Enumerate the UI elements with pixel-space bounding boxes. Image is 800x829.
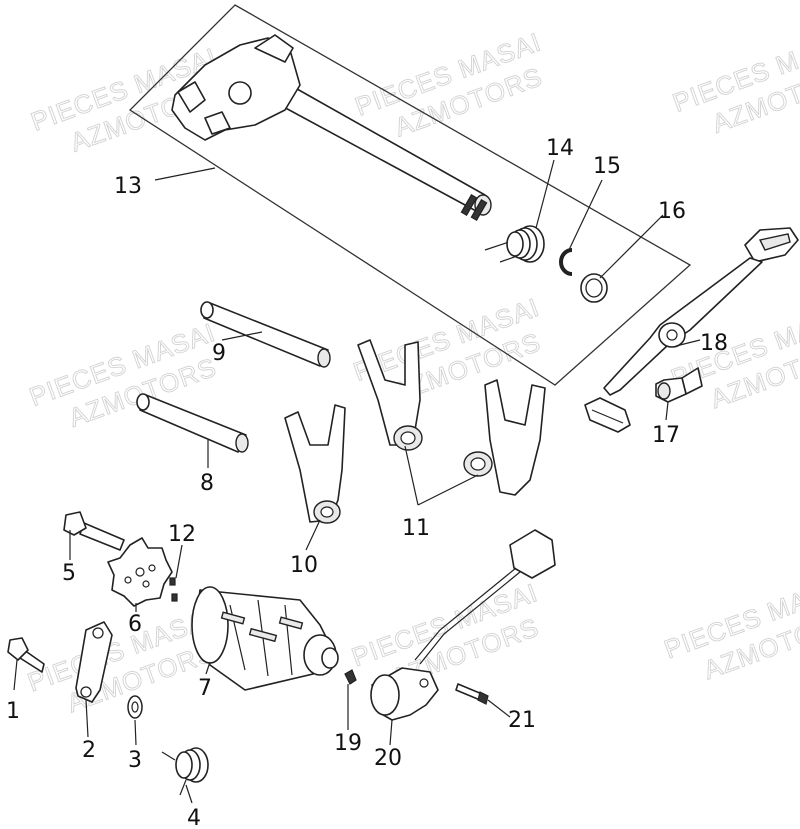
part-number-labels: 1 2 3 4 5 6 7 8 9 10 11 12 13 14 15 16 1… — [6, 136, 728, 829]
part-label-17: 17 — [652, 423, 680, 448]
part-label-4: 4 — [187, 806, 201, 829]
part-label-1: 1 — [6, 699, 20, 724]
part-15-circlip — [559, 248, 573, 276]
part-label-2: 2 — [82, 738, 96, 763]
part-13-shift-shaft — [171, 34, 492, 221]
part-10-shift-fork — [284, 404, 346, 524]
part-17-pedal-bolt — [655, 367, 703, 403]
part-9-fork-pin — [200, 301, 331, 368]
part-3-washer — [127, 695, 143, 719]
part-12-pins — [169, 577, 178, 602]
part-label-14: 14 — [546, 136, 574, 161]
part-label-6: 6 — [128, 612, 142, 637]
part-label-9: 9 — [212, 341, 226, 366]
part-label-20: 20 — [374, 746, 402, 771]
part-21-screw — [455, 683, 489, 705]
part-label-11: 11 — [402, 516, 430, 541]
assembly-box-outline — [128, 4, 692, 386]
part-label-18: 18 — [700, 331, 728, 356]
part-label-5: 5 — [62, 561, 76, 586]
part-label-12: 12 — [168, 522, 196, 547]
part-label-15: 15 — [593, 154, 621, 179]
part-6-star-plate — [107, 537, 173, 607]
part-1-bolt — [7, 637, 45, 673]
part-14-return-spring — [484, 225, 545, 263]
part-label-21: 21 — [508, 708, 536, 733]
part-4-stopper-spring — [161, 747, 209, 796]
part-2-stopper-arm — [75, 621, 113, 703]
part-11-shift-forks — [357, 339, 546, 496]
part-label-8: 8 — [200, 471, 214, 496]
part-label-19: 19 — [334, 731, 362, 756]
leader-lines — [13, 159, 701, 804]
part-7-shift-drum — [191, 586, 339, 691]
part-20-gear-sensor — [370, 529, 556, 721]
part-label-7: 7 — [198, 676, 212, 701]
part-8-fork-pin — [136, 393, 249, 453]
part-19-clip — [344, 669, 357, 685]
part-label-16: 16 — [658, 199, 686, 224]
part-label-10: 10 — [290, 553, 318, 578]
part-18-shift-pedal — [584, 227, 799, 433]
part-16-washer — [580, 273, 608, 303]
part-label-3: 3 — [128, 748, 142, 773]
part-5-bolt — [63, 511, 125, 551]
part-label-13: 13 — [114, 174, 142, 199]
